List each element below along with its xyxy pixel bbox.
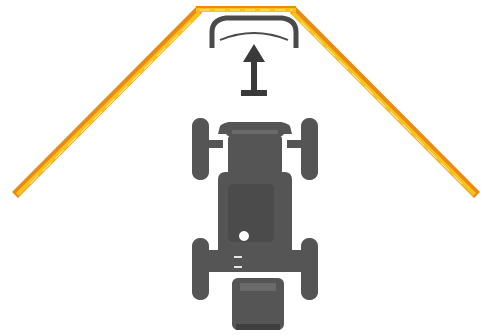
front-bracket-icon [212, 18, 296, 48]
tractor-icon [192, 118, 318, 330]
right-boom [290, 7, 480, 198]
left-boom [12, 7, 202, 198]
forward-arrow-icon [241, 44, 267, 96]
boom-center-bar [196, 6, 296, 12]
